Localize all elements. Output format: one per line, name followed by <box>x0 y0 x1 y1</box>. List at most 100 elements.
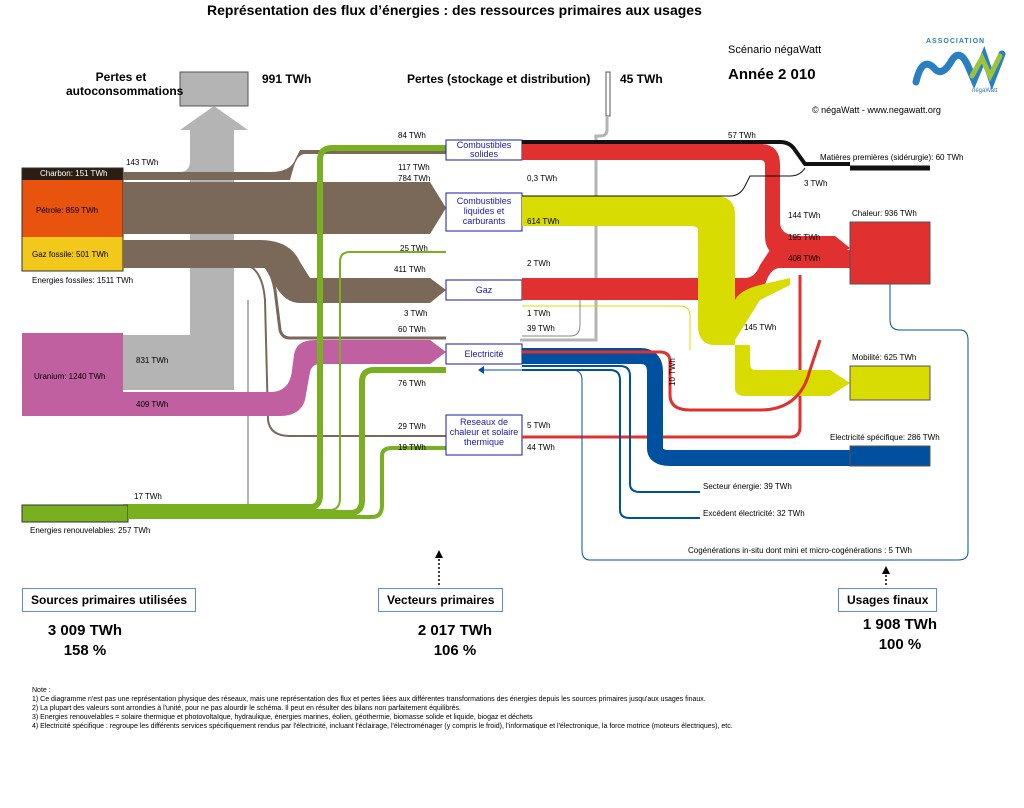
flow-label: 44 TWh <box>527 443 555 452</box>
flow-label: 409 TWh <box>136 400 169 409</box>
flow-solides-heat <box>522 144 850 258</box>
flow-fossil-elec <box>123 258 446 340</box>
flow-label: 10 TWh <box>668 358 677 386</box>
source-petrole-label: Pétrole: 859 TWh <box>36 206 99 215</box>
heat-box <box>849 221 931 285</box>
flow-elec-excedent <box>522 369 700 519</box>
vec-reseaux[interactable] <box>445 414 523 456</box>
flow-label: 831 TWh <box>136 356 169 365</box>
flow-label: 408 TWh <box>788 254 821 263</box>
flow-liquides-matieres <box>522 167 806 197</box>
cogen-arrow <box>478 366 484 374</box>
flow-liquides-mobilite <box>522 196 850 396</box>
year-label: Année 2 010 <box>728 66 816 83</box>
flow-elec-spec <box>522 348 850 466</box>
flow-label: 5 TWh <box>527 421 551 430</box>
flow-label: 145 TWh <box>744 323 777 332</box>
summary-usages-title: Usages finaux <box>838 588 938 612</box>
arrow-head-usages <box>882 566 890 574</box>
usage-cogen-label: Cogénérations in-situ dont mini et micro… <box>688 546 912 555</box>
vec-liquides[interactable] <box>445 192 523 232</box>
summary-vecteurs-title: Vecteurs primaires <box>378 588 504 612</box>
flow-renouv-main <box>128 145 446 510</box>
flow-renouv-gaz <box>128 251 446 511</box>
flow-label: 84 TWh <box>398 131 426 140</box>
flow-uranium-elec <box>123 340 446 416</box>
mobilite-box <box>849 365 931 401</box>
usage-chaleur-label: Chaleur: 936 TWh <box>852 209 917 218</box>
flow-label: 117 TWh <box>398 163 430 172</box>
box-renouv <box>21 504 129 523</box>
flow-label: 614 TWh <box>527 217 560 226</box>
flow-gaz-elec <box>522 305 691 350</box>
flow-solides-matieres <box>522 140 850 166</box>
summary-sources-pct: 158 % <box>63 642 107 659</box>
loss-box-stockage <box>605 71 611 117</box>
note-line: 4) Electricité spécifique : regroupe les… <box>32 723 733 730</box>
vec-solides-label: Combustibles solides <box>456 140 512 159</box>
flow-fossil-reseaux <box>123 263 446 437</box>
flow-fossil-liquides <box>123 182 446 234</box>
source-charbon-label: Charbon: 151 TWh <box>40 169 108 178</box>
summary-usages-twh: 1 908 TWh <box>862 616 938 633</box>
pertes-stockage-label: Pertes (stockage et distribution) <box>407 72 591 86</box>
usage-secteur-label: Secteur énergie: 39 TWh <box>703 482 792 491</box>
pertes-auto-value: 991 TWh <box>262 72 312 86</box>
flow-label: 144 TWh <box>788 211 821 220</box>
flow-label: 19 TWh <box>398 443 426 452</box>
flow-label: 29 TWh <box>398 422 426 431</box>
usage-elec-spec-label: Electricité spécifique: 286 TWh <box>830 433 940 442</box>
vec-liquides-label: Combustibles liquides et carburants <box>456 196 512 226</box>
note-line: 3) Energies renouvelables = solaire ther… <box>32 714 533 721</box>
flow-cogen <box>484 284 969 561</box>
negawatt-logo: ASSOCIATION négaWatt <box>912 38 1012 98</box>
flow-label: 17 TWh <box>134 492 162 501</box>
box-gaz-fossile <box>22 237 123 271</box>
summary-sources-twh: 3 009 TWh <box>47 622 123 639</box>
copyright: © négaWatt - www.negawatt.org <box>812 105 941 115</box>
flow-elec-heat <box>522 339 822 412</box>
flow-gaz-secteur <box>522 300 581 337</box>
box-uranium <box>22 333 123 416</box>
summary-usages-pct: 100 % <box>878 636 922 653</box>
vec-gaz-label: Gaz <box>475 285 493 295</box>
note-line: 1) Ce diagramme n'est pas une représenta… <box>32 696 706 703</box>
flow-label: 2 TWh <box>527 259 551 268</box>
loss-flow-uranium <box>123 335 234 390</box>
flow-gaz-heat <box>522 250 850 300</box>
source-renouv-label: Energies renouvelables: 257 TWh <box>30 526 151 535</box>
source-fossiles-label: Energies fossiles: 1511 TWh <box>32 276 134 285</box>
flow-renouv-elec <box>128 367 446 516</box>
usage-excedent-label: Excédent électricité: 32 TWh <box>703 509 805 518</box>
scenario-label: Scénario négaWatt <box>728 44 822 56</box>
vec-electricite-label: Electricité <box>464 349 504 359</box>
elec-spec-box <box>849 445 931 467</box>
flow-label: 0,3 TWh <box>527 174 558 183</box>
flow-label: 1 TWh <box>527 309 551 318</box>
flow-label: 57 TWh <box>728 131 756 140</box>
vec-reseaux-label: Reseaux de chaleur et solaire thermique <box>449 417 519 447</box>
logo-mark-icon <box>912 46 1006 90</box>
logo-bottom-text: négaWatt <box>972 88 998 94</box>
summary-vecteurs-twh: 2 017 TWh <box>417 622 493 639</box>
pertes-auto-label: Pertes et autoconsommations <box>66 70 184 98</box>
pertes-stockage-value: 45 TWh <box>620 72 663 86</box>
usage-mobilite-label: Mobilité: 625 TWh <box>852 353 917 362</box>
flow-label: 25 TWh <box>400 244 428 253</box>
notes-block: Note : 1) Ce diagramme n'est pas une rep… <box>32 686 992 731</box>
flow-label: 39 TWh <box>527 324 555 333</box>
loss-stockage-line <box>520 116 609 342</box>
flow-fossil-solides <box>123 150 446 180</box>
summary-vecteurs-pct: 106 % <box>433 642 477 659</box>
note-line: 2) La plupart des valeurs sont arrondies… <box>32 705 461 712</box>
arrow-head-vecteurs <box>435 550 443 558</box>
flow-liquides-heat <box>735 278 790 340</box>
flow-label: 195 TWh <box>788 233 821 242</box>
flow-fossil-gaz <box>123 240 446 303</box>
box-charbon <box>22 168 123 180</box>
flow-label: 3 TWh <box>804 179 828 188</box>
page-title: Représentation des flux d’énergies : des… <box>207 2 702 18</box>
summary-sources-title: Sources primaires utilisées <box>22 588 197 612</box>
